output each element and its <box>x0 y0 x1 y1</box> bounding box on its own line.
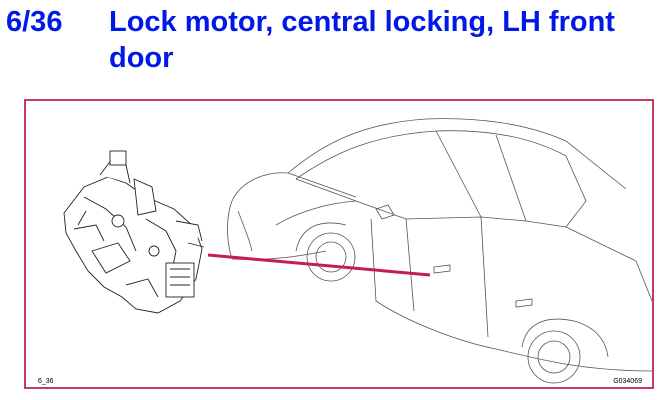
figure-illustration <box>63 118 652 384</box>
figure-frame: 6_36 G034069 <box>24 99 654 389</box>
figure-code-right: G034069 <box>613 378 642 385</box>
section-number: 6/36 <box>6 6 63 38</box>
lock-motor-drawing <box>63 150 205 314</box>
section-title: Lock motor, central locking, LH front do… <box>109 6 615 74</box>
car-drawing <box>227 118 652 384</box>
pointer-line <box>207 253 431 277</box>
figure-code-left: 6_36 <box>38 378 54 385</box>
